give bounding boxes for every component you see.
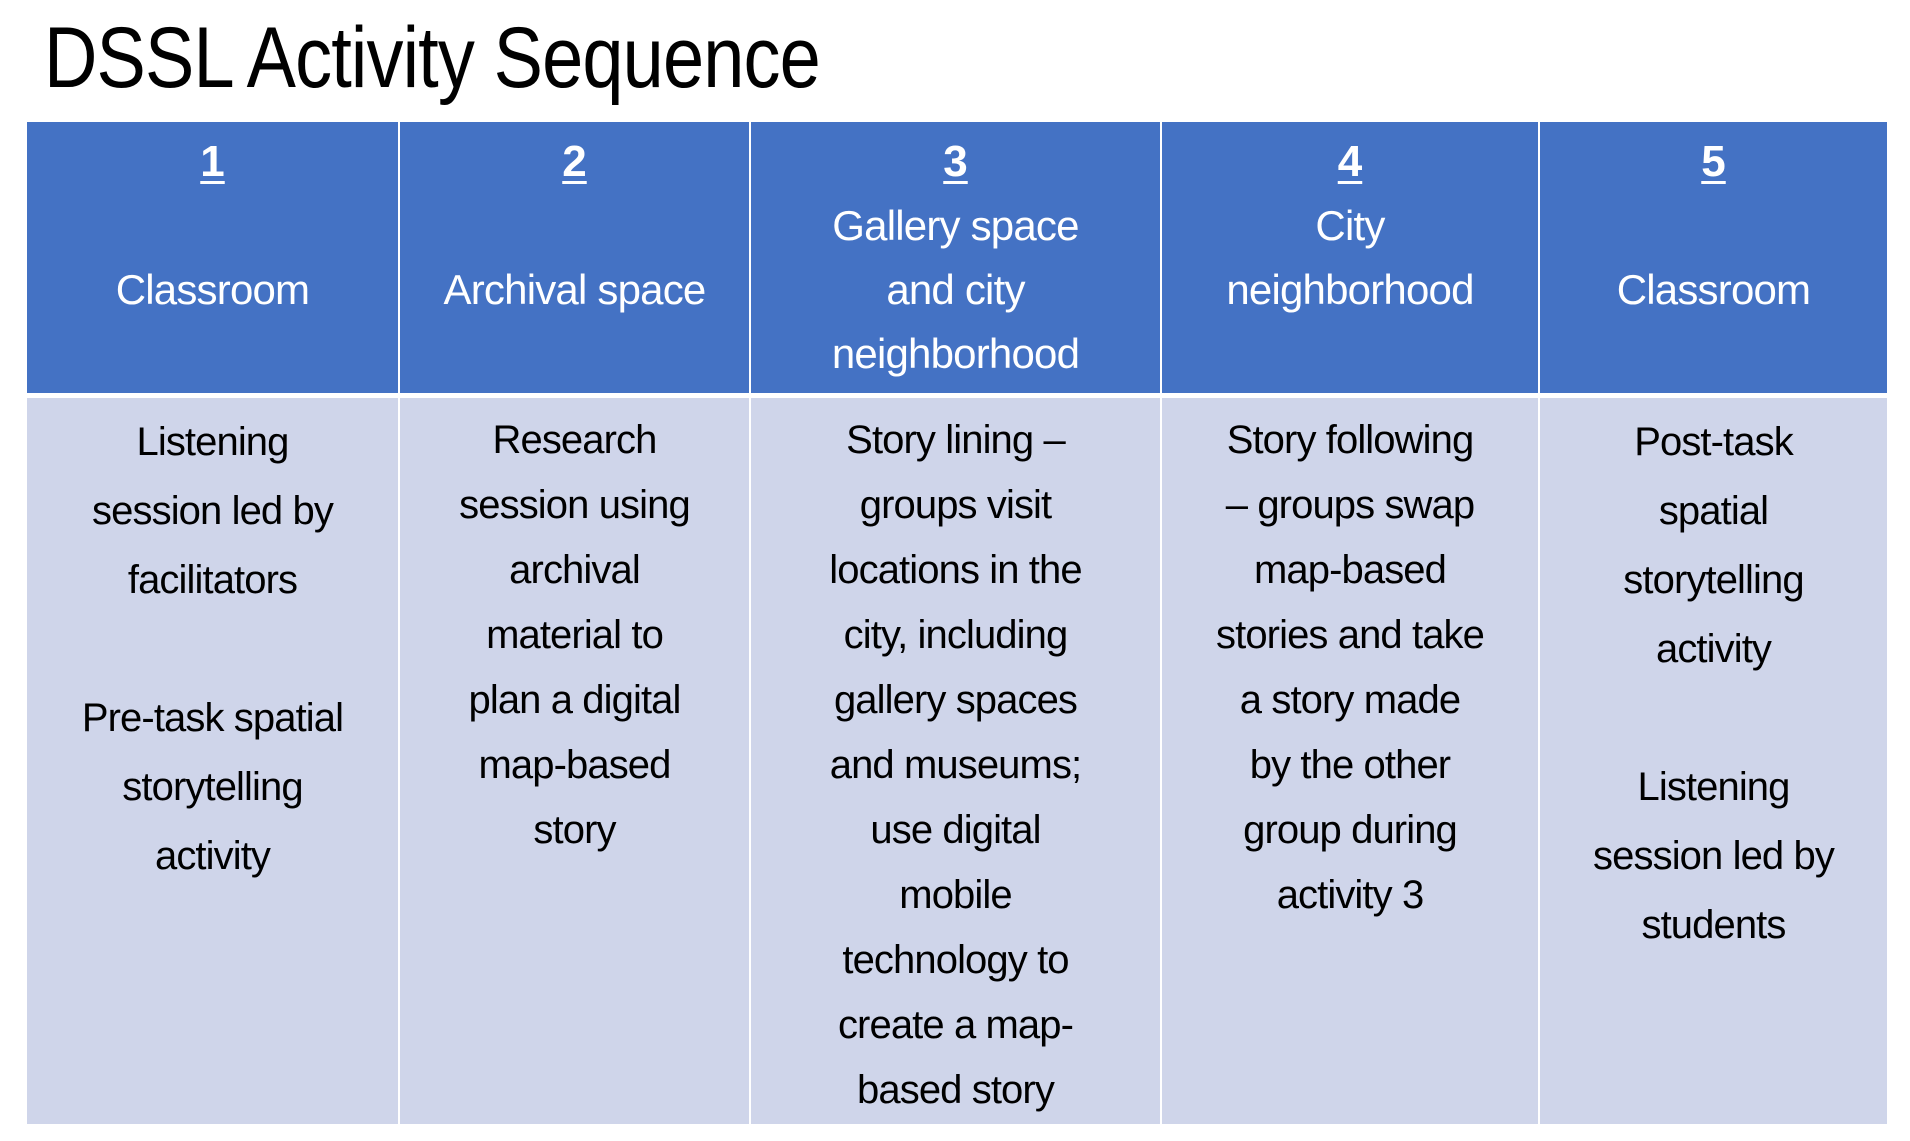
description-line: map-based — [478, 743, 671, 787]
description-line: create a map- — [837, 1003, 1074, 1047]
table-column-3: 3 Gallery space and city neighborhood St… — [751, 122, 1160, 1124]
header-cell-5: 5 Classroom — [1540, 122, 1887, 393]
description-line: session led by — [1593, 834, 1835, 878]
description-line: plan a digital — [468, 678, 681, 722]
description-line: session led by — [92, 489, 334, 533]
description-line: groups visit — [859, 483, 1052, 527]
header-cell-2: 2 Archival space — [400, 122, 749, 393]
location-label: Archival space — [443, 266, 707, 313]
table-column-1: 1 Classroom Listening session led by fac… — [27, 122, 398, 1124]
activity-number: 1 — [200, 137, 225, 186]
table-column-5: 5 Classroom Post-task spatial storytelli… — [1540, 122, 1887, 1124]
description-line: Pre-task spatial — [81, 696, 344, 740]
location-label: Classroom — [115, 266, 310, 313]
description-line: based story — [857, 1068, 1055, 1112]
description-line: session using — [459, 483, 691, 527]
description-line: facilitators — [127, 558, 298, 602]
description-line: Story lining – — [846, 418, 1066, 462]
description-line: map-based — [1253, 548, 1447, 592]
table-column-4: 4 City neighborhood Story following – gr… — [1162, 122, 1538, 1124]
description-line: gallery spaces — [833, 678, 1078, 722]
slide-title: DSSL Activity Sequence — [44, 10, 821, 106]
header-cell-3: 3 Gallery space and city neighborhood — [751, 122, 1160, 393]
header-cell-4: 4 City neighborhood — [1162, 122, 1538, 393]
description-line: activity 3 — [1276, 873, 1425, 917]
header-line — [27, 194, 398, 258]
description-line: storytelling — [122, 765, 303, 809]
description-line: technology to — [842, 938, 1069, 982]
description-line: Research — [492, 418, 658, 462]
activity-number: 5 — [1701, 137, 1726, 186]
body-cell-1: Listening session led by facilitators Pr… — [27, 398, 398, 1124]
description-line: stories and take — [1216, 613, 1485, 657]
header-line — [400, 194, 749, 258]
header-cell-1: 1 Classroom — [27, 122, 398, 393]
description-line: Story following — [1226, 418, 1475, 462]
description-line: a story made — [1239, 678, 1461, 722]
location-label: neighborhood — [1226, 266, 1474, 313]
description-line: Listening — [1637, 765, 1790, 809]
body-cell-3: Story lining – groups visit locations in… — [751, 398, 1160, 1124]
description-line: material to — [486, 613, 664, 657]
description-line: spatial — [1658, 489, 1769, 533]
description-line: Listening — [136, 420, 289, 464]
activity-number: 3 — [943, 137, 968, 186]
description-line: by the other — [1249, 743, 1451, 787]
location-label: neighborhood — [831, 330, 1080, 377]
description-line: and museums; — [829, 743, 1082, 787]
location-label: City — [1315, 202, 1385, 249]
location-label: Classroom — [1616, 266, 1811, 313]
description-line: mobile — [899, 873, 1012, 917]
body-cell-2: Research session using archival material… — [400, 398, 749, 1124]
description-line: students — [1641, 903, 1786, 947]
description-line: storytelling — [1623, 558, 1804, 602]
location-label: Gallery space — [832, 202, 1079, 249]
location-label: and city — [886, 266, 1025, 313]
activity-number: 2 — [562, 137, 587, 186]
description-line: group during — [1243, 808, 1458, 852]
activity-number: 4 — [1337, 137, 1363, 186]
header-line — [1540, 194, 1887, 258]
paragraph-spacer — [27, 615, 398, 684]
activity-sequence-table: 1 Classroom Listening session led by fac… — [27, 122, 1887, 1124]
description-line: Post-task — [1634, 420, 1794, 464]
table-column-2: 2 Archival space Research session using … — [400, 122, 749, 1124]
body-cell-5: Post-task spatial storytelling activity … — [1540, 398, 1887, 1124]
description-line: archival — [509, 548, 641, 592]
paragraph-spacer — [1540, 684, 1887, 753]
body-cell-4: Story following – groups swap map-based … — [1162, 398, 1538, 1124]
description-line: city, including — [843, 613, 1069, 657]
description-line: story — [533, 808, 616, 852]
description-line: – groups swap — [1225, 483, 1475, 527]
description-line: activity — [154, 834, 271, 878]
description-line: locations in the — [829, 548, 1082, 592]
description-line: activity — [1655, 627, 1772, 671]
description-line: use digital — [870, 808, 1041, 852]
